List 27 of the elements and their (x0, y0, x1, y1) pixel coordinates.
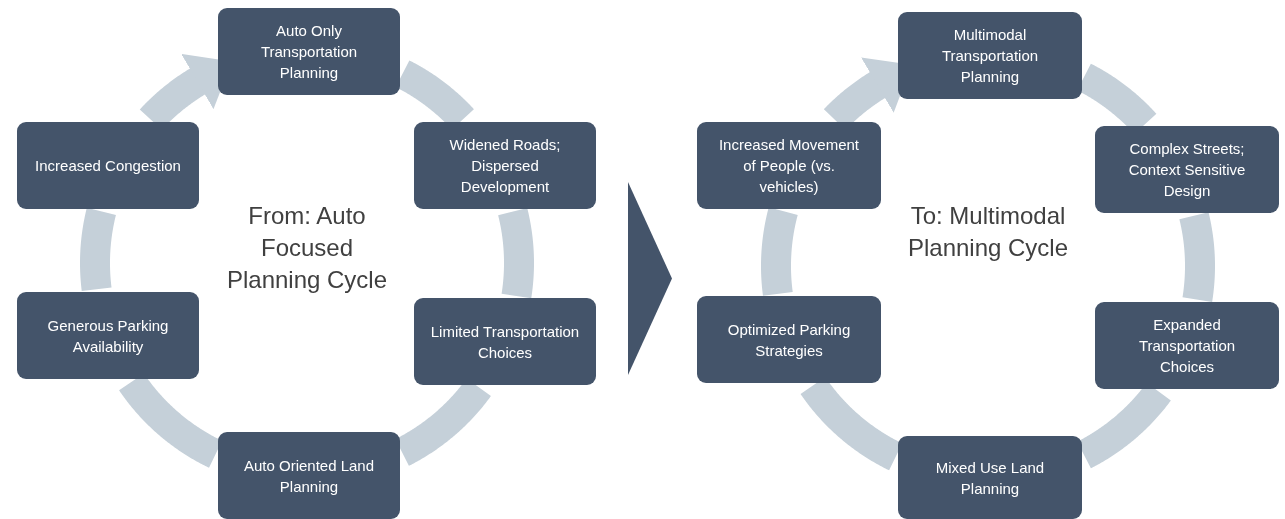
box-label: Increased Movement of People (vs. vehicles) (717, 135, 861, 197)
process-box (898, 436, 1082, 519)
box-label: Expanded Transportation Choices (1137, 315, 1237, 377)
cycle-title: From: Auto Focused Planning Cycle (225, 201, 389, 295)
process-box (1095, 302, 1279, 389)
process-box (898, 12, 1082, 99)
process-box (414, 122, 596, 209)
box-label: Optimized Parking Strategies (726, 319, 852, 361)
chevron-arrow (628, 182, 672, 375)
process-box (218, 8, 400, 95)
process-box (697, 296, 881, 383)
process-box (17, 292, 199, 379)
box-label: Auto Oriented Land Planning (242, 455, 376, 497)
process-box (17, 122, 199, 209)
process-box (1095, 126, 1279, 213)
box-label: Auto Only Transportation Planning (259, 21, 359, 83)
box-label: Multimodal Transportation Planning (940, 25, 1040, 87)
process-box (697, 122, 881, 209)
box-label: Increased Congestion (35, 156, 181, 176)
box-label: Complex Streets; Context Sensitive Design (1127, 139, 1247, 201)
box-label: Limited Transportation Choices (430, 321, 580, 363)
box-label: Mixed Use Land Planning (934, 457, 1046, 499)
box-label: Generous Parking Availability (46, 315, 170, 357)
box-label: Widened Roads; Dispersed Development (448, 135, 562, 197)
cycle-title: To: Multimodal Planning Cycle (906, 201, 1070, 263)
process-box (414, 298, 596, 385)
process-box (218, 432, 400, 519)
